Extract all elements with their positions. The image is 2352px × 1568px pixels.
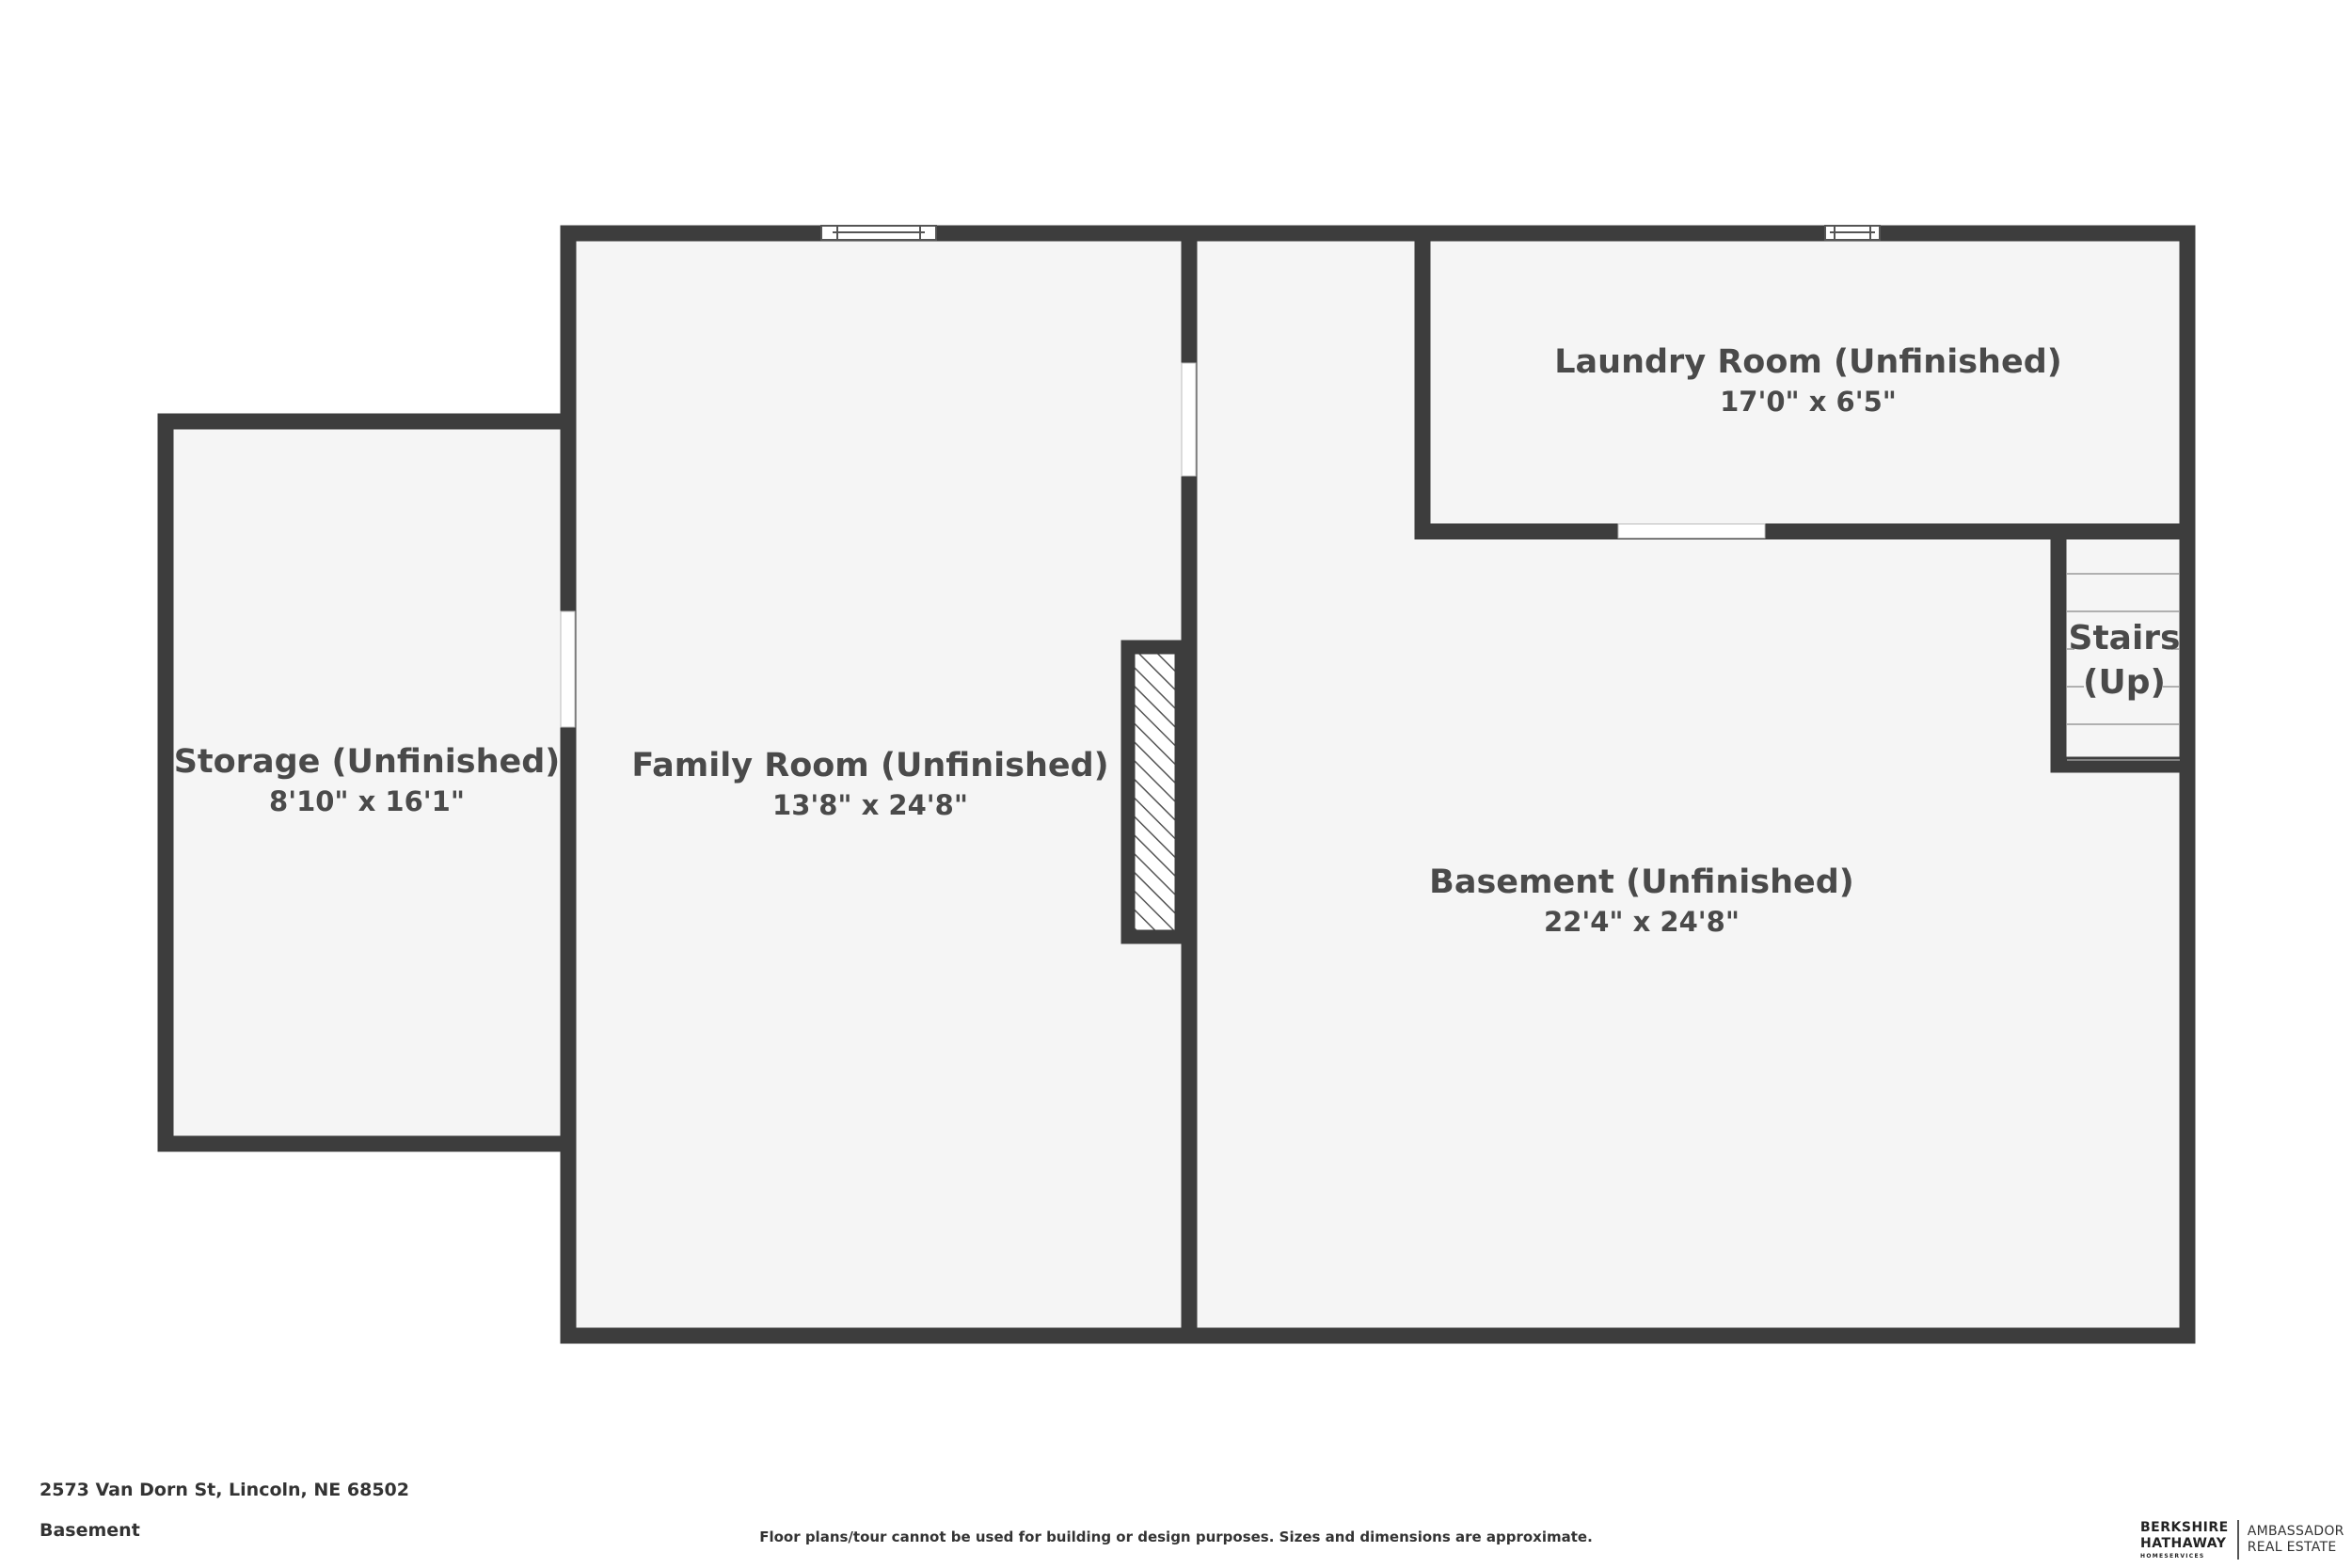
- disclaimer: Floor plans/tour cannot be used for buil…: [0, 1528, 2352, 1545]
- disclaimer-text: Floor plans/tour cannot be used for buil…: [759, 1528, 1593, 1545]
- brand-office-line-2: REAL ESTATE: [2247, 1540, 2337, 1555]
- brand-line-2: HATHAWAY: [2140, 1535, 2227, 1551]
- door-opening: [560, 610, 576, 728]
- brand-office-line-1: AMBASSADOR: [2247, 1524, 2344, 1539]
- storage-floor: [166, 421, 566, 1139]
- brand-logo: BERKSHIRE HATHAWAY HOMESERVICES AMBASSAD…: [2140, 1518, 2344, 1561]
- property-address: 2573 Van Dorn St, Lincoln, NE 68502: [40, 1480, 409, 1500]
- main-floor: [567, 233, 2184, 1329]
- window: [820, 225, 937, 241]
- laundry-room-label: Laundry Room (Unfinished): [1554, 343, 2062, 381]
- door-opening: [1181, 362, 1197, 477]
- window: [1824, 225, 1881, 241]
- floor-name: Basement: [40, 1520, 140, 1541]
- stairs-direction: (Up): [2083, 663, 2166, 702]
- storage-label: Storage (Unfinished): [174, 743, 561, 781]
- laundry-room-dimensions: 17'0" x 6'5": [1720, 386, 1897, 418]
- stairs-label: Stairs: [2069, 619, 2181, 657]
- family-room-label: Family Room (Unfinished): [631, 747, 1108, 784]
- door-opening: [1617, 523, 1766, 539]
- brand-line-1: BERKSHIRE: [2140, 1519, 2229, 1535]
- brand-office: AMBASSADOR REAL ESTATE: [2248, 1524, 2344, 1556]
- chimney: [1120, 640, 1189, 944]
- brand-line-3: HOMESERVICES: [2140, 1552, 2205, 1560]
- basement-label: Basement (Unfinished): [1429, 863, 1854, 901]
- basement-dimensions: 22'4" x 24'8": [1544, 906, 1740, 938]
- family-room-dimensions: 13'8" x 24'8": [772, 789, 968, 821]
- brand-name: BERKSHIRE HATHAWAY HOMESERVICES: [2140, 1520, 2229, 1560]
- brand-divider: [2236, 1520, 2239, 1560]
- storage-dimensions: 8'10" x 16'1": [269, 785, 465, 817]
